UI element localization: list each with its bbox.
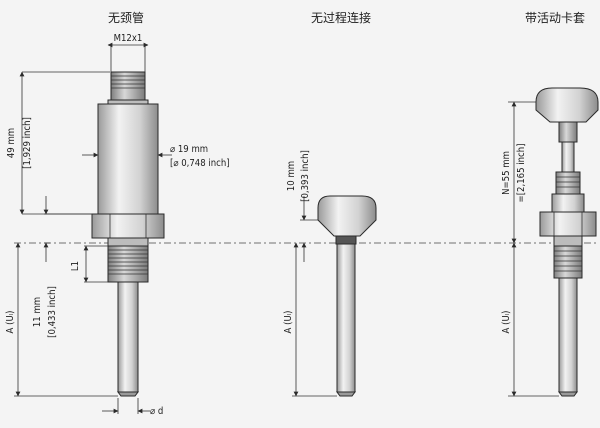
sensor-no-process-connection: 10 mm [0,393 inch] A (Uₗ)	[283, 150, 377, 397]
len11-inch-label: [0,433 inch]	[47, 286, 58, 338]
l1-label: L1	[70, 261, 81, 271]
compression-nut	[555, 171, 581, 195]
len11-mm-label: 11 mm	[32, 297, 43, 327]
title-no-neck: 无颈管	[108, 10, 144, 25]
len10-mm-label: 10 mm	[286, 161, 297, 191]
n55-mm-label: N=55 mm	[501, 151, 512, 195]
title-no-process-connection: 无过程连接	[311, 10, 371, 25]
diameter-mm-label: ⌀ 19 mm	[170, 144, 208, 155]
len10-inch-label: [0,393 inch]	[300, 150, 311, 202]
sensor-with-compression-fitting: N=55 mm =[2,165 inch] A (Uₗ)	[501, 87, 599, 397]
housing	[97, 103, 159, 215]
sensor-no-neck: M12x1 49 mm [1,929 inch] ⌀ 19 mm [⌀ 0,74…	[5, 33, 230, 417]
hex-nut	[539, 211, 597, 237]
m12-connector	[110, 71, 146, 103]
height-inch-label: [1,929 inch]	[22, 117, 33, 169]
thread-label: M12x1	[114, 33, 143, 44]
diameter-d-label: ⌀ d	[150, 406, 163, 417]
a-ul-label-3: A (Uₗ)	[501, 311, 512, 334]
a-ul-label-1: A (Uₗ)	[5, 311, 16, 334]
head	[317, 195, 377, 237]
probe	[558, 277, 578, 393]
a-ul-label-2: A (Uₗ)	[283, 311, 294, 334]
head	[535, 87, 599, 123]
title-with-compression-fitting: 带活动卡套	[525, 11, 585, 25]
probe	[336, 243, 356, 393]
height-mm-label: 49 mm	[6, 128, 17, 158]
n55-inch-label: =[2,165 inch]	[516, 144, 527, 203]
probe	[117, 281, 139, 393]
diameter-inch-label: [⌀ 0,748 inch]	[170, 158, 230, 169]
thread	[107, 245, 149, 283]
hex-nut	[91, 213, 165, 239]
